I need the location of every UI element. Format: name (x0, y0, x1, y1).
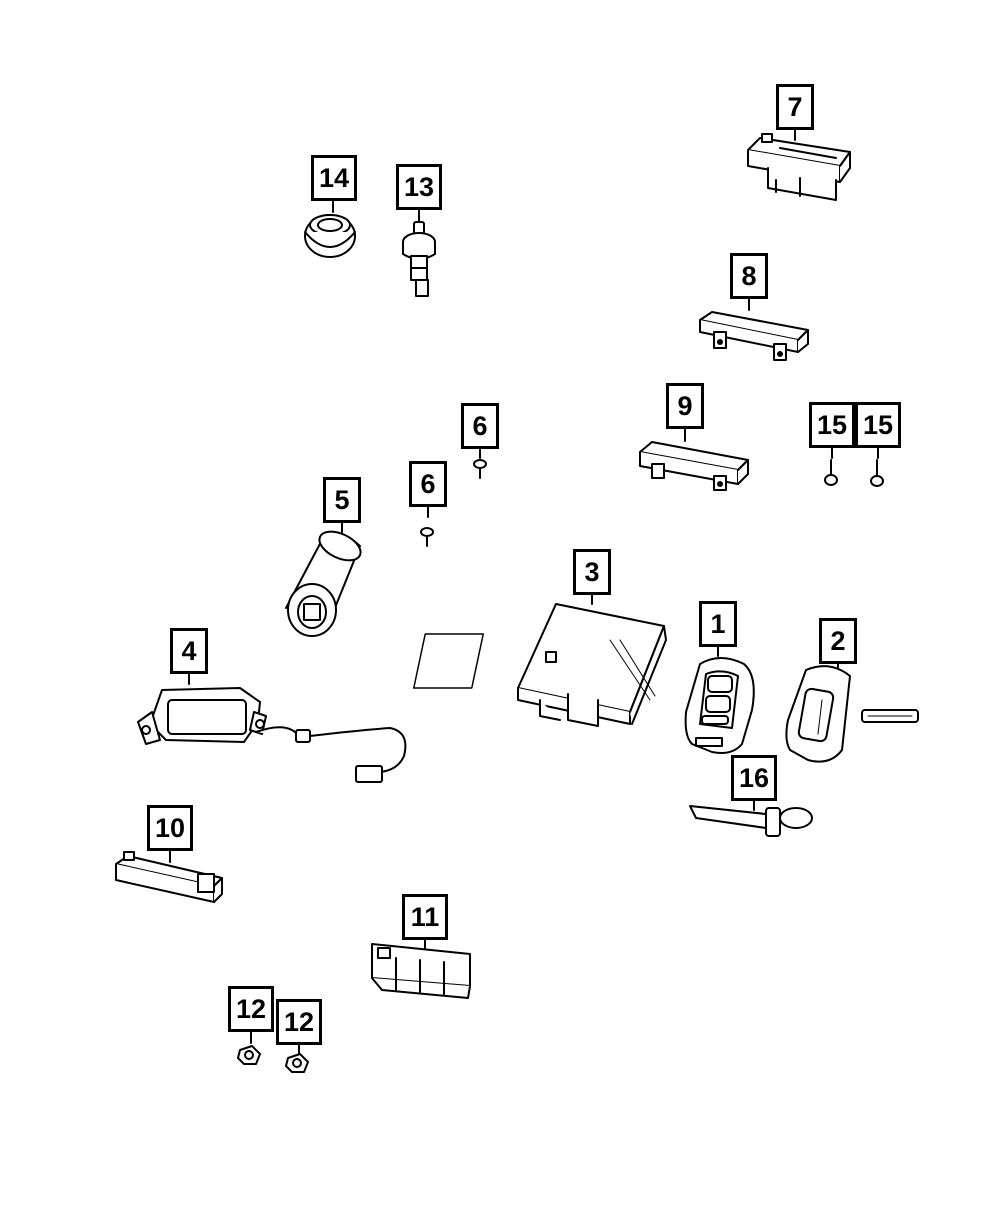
part-3-control-module (412, 603, 667, 727)
part-11-bracket (371, 943, 471, 999)
part-15-bolt-a (824, 459, 838, 486)
part-12-nut-b (285, 1053, 309, 1073)
callout-15-b: 15 (855, 402, 901, 448)
part-1-key-fob (684, 657, 755, 754)
callout-9: 9 (666, 383, 704, 429)
leader-lines (169, 127, 879, 1054)
part-2-fob-cover (785, 665, 851, 763)
part-2-emblem (861, 709, 919, 723)
callout-12-b: 12 (276, 999, 322, 1045)
callout-2: 2 (819, 618, 857, 664)
part-5-lock-cylinder (285, 530, 362, 637)
callout-16: 16 (731, 755, 777, 801)
part-6-screw-b (420, 527, 434, 547)
part-16-emergency-key (689, 805, 813, 837)
callout-14: 14 (311, 155, 357, 201)
callout-12-a: 12 (228, 986, 274, 1032)
callout-15-a: 15 (809, 402, 855, 448)
callout-7: 7 (776, 84, 814, 130)
callout-6-b: 6 (409, 461, 447, 507)
callout-8: 8 (730, 253, 768, 299)
callout-1: 1 (699, 601, 737, 647)
callout-4: 4 (170, 628, 208, 674)
part-7-antenna-module (747, 133, 851, 201)
callout-11: 11 (402, 894, 448, 940)
callout-6-a: 6 (461, 403, 499, 449)
callout-10: 10 (147, 805, 193, 851)
part-4-ignition-module (137, 687, 407, 783)
callout-3: 3 (573, 549, 611, 595)
part-8-antenna (699, 311, 809, 361)
part-12-nut-a (237, 1045, 261, 1065)
part-9-antenna (639, 441, 749, 491)
part-6-screw-a (473, 459, 487, 479)
part-10-antenna (115, 851, 223, 903)
part-13-switch-shaft (402, 221, 436, 297)
part-14-bezel-ring (304, 214, 356, 258)
callout-5: 5 (323, 477, 361, 523)
part-15-bolt-b (870, 459, 884, 487)
callout-13: 13 (396, 164, 442, 210)
